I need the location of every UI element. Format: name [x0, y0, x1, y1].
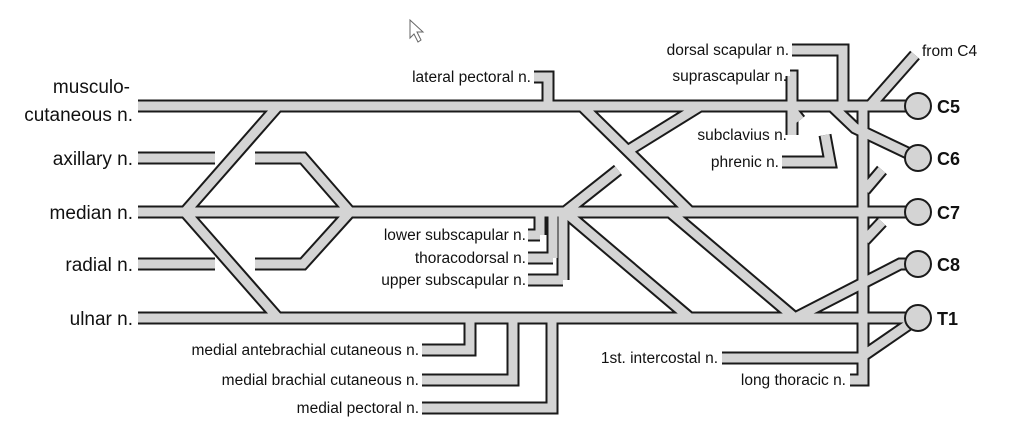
radial-label: radial n. — [65, 255, 133, 276]
root-label-t1: T1 — [937, 309, 958, 329]
phrenic-label: phrenic n. — [711, 154, 779, 171]
subclavius-label: subclavius n. — [697, 127, 787, 144]
upper-subscapular-label: upper subscapular n. — [381, 272, 526, 289]
nerve-fill-layer — [138, 45, 921, 413]
lower-subscapular-label: lower subscapular n. — [384, 227, 526, 244]
lateral-pectoral-label: lateral pectoral n. — [412, 69, 531, 86]
root-c5-node — [904, 92, 932, 120]
thoracodorsal-label: thoracodorsal n. — [415, 250, 526, 267]
dorsal-scapular-label: dorsal scapular n. — [667, 42, 789, 59]
root-t1-node — [904, 304, 932, 332]
first-intercostal-label: 1st. intercostal n. — [601, 350, 718, 367]
musculocutaneous-label-line2: cutaneous n. — [24, 105, 133, 126]
ulnar-label: ulnar n. — [70, 309, 133, 330]
median-label: median n. — [50, 203, 133, 224]
suprascapular-label: suprascapular n. — [672, 68, 787, 85]
from-c4-label: from C4 — [922, 43, 978, 60]
root-circles — [904, 92, 932, 332]
root-label-c5: C5 — [937, 97, 960, 117]
mouse-cursor-icon — [409, 18, 425, 43]
medial-antebrachial-label: medial antebrachial cutaneous n. — [192, 342, 419, 359]
root-c6-node — [904, 144, 932, 172]
root-label-c7: C7 — [937, 203, 960, 223]
medial-brachial-label: medial brachial cutaneous n. — [222, 372, 419, 389]
root-label-c8: C8 — [937, 255, 960, 275]
medial-pectoral-label: medial pectoral n. — [297, 400, 419, 417]
root-label-c6: C6 — [937, 149, 960, 169]
axillary-label: axillary n. — [53, 149, 133, 170]
long-thoracic-label: long thoracic n. — [741, 372, 846, 389]
root-c8-node — [904, 250, 932, 278]
root-c7-node — [904, 198, 932, 226]
musculocutaneous-label-line1: musculo- — [53, 77, 130, 98]
